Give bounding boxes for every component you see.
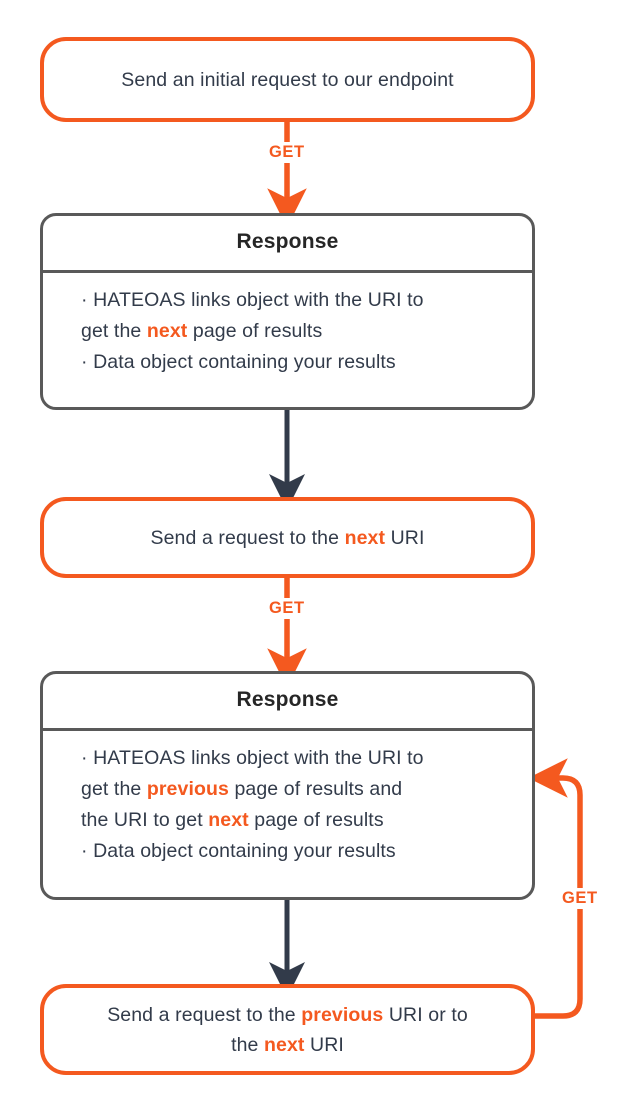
- text-seg: page of results: [248, 809, 384, 831]
- text-seg: Send a request to the: [150, 526, 345, 549]
- bullet-line: · HATEOAS links object with the URI to: [81, 285, 532, 316]
- text-seg: · Data object containing your results: [81, 351, 396, 373]
- bullet-line: the URI to get next page of results: [81, 805, 532, 836]
- highlight-next: next: [208, 809, 249, 831]
- node-response-2[interactable]: Response · HATEOAS links object with the…: [40, 671, 535, 900]
- node-initial-request[interactable]: Send an initial request to our endpoint: [40, 37, 535, 122]
- text-seg: URI: [385, 526, 425, 549]
- node-initial-request-text: Send an initial request to our endpoint: [99, 65, 475, 95]
- node-prev-or-next-request-text: Send a request to the previous URI or to…: [85, 1000, 490, 1060]
- bullet-line: · Data object containing your results: [81, 836, 532, 867]
- bullet-line: get the next page of results: [81, 316, 532, 347]
- response-1-body: · HATEOAS links object with the URI to g…: [43, 273, 532, 378]
- highlight-previous: previous: [146, 778, 229, 800]
- highlight-previous: previous: [301, 1003, 384, 1026]
- edge-label-get-2: GET: [265, 598, 309, 619]
- edge-label-get-loop: GET: [558, 888, 602, 909]
- text-seg: page of results and: [228, 778, 403, 800]
- highlight-next: next: [344, 526, 386, 549]
- bullet-line: · HATEOAS links object with the URI to: [81, 743, 532, 774]
- bullet-line: · Data object containing your results: [81, 347, 532, 378]
- response-2-title: Response: [236, 688, 339, 711]
- text-seg: Send an initial request to our endpoint: [121, 68, 454, 91]
- bullet-line: get the previous page of results and: [81, 774, 532, 805]
- highlight-next: next: [264, 1033, 305, 1056]
- text-seg: · HATEOAS links object with the URI to: [81, 747, 424, 769]
- response-1-title: Response: [236, 230, 339, 253]
- node-next-request-text: Send a request to the next URI: [129, 523, 447, 553]
- text-seg: the: [231, 1033, 264, 1056]
- response-2-divider: [43, 728, 532, 731]
- text-seg: · HATEOAS links object with the URI to: [81, 289, 424, 311]
- text-seg: URI or to: [383, 1003, 468, 1026]
- node-next-request[interactable]: Send a request to the next URI: [40, 497, 535, 578]
- response-2-body: · HATEOAS links object with the URI to g…: [43, 731, 532, 867]
- highlight-next: next: [146, 320, 188, 342]
- text-seg: page of results: [187, 320, 323, 342]
- edge-label-get-1: GET: [265, 142, 309, 163]
- node-prev-or-next-request[interactable]: Send a request to the previous URI or to…: [40, 984, 535, 1075]
- text-seg: get the: [81, 320, 147, 342]
- response-1-divider: [43, 270, 532, 273]
- text-seg: get the: [81, 778, 147, 800]
- text-seg: · Data object containing your results: [81, 840, 396, 862]
- text-seg: URI: [304, 1033, 344, 1056]
- text-seg: the URI to get: [81, 809, 209, 831]
- text-seg: Send a request to the: [107, 1003, 302, 1026]
- node-response-1[interactable]: Response · HATEOAS links object with the…: [40, 213, 535, 410]
